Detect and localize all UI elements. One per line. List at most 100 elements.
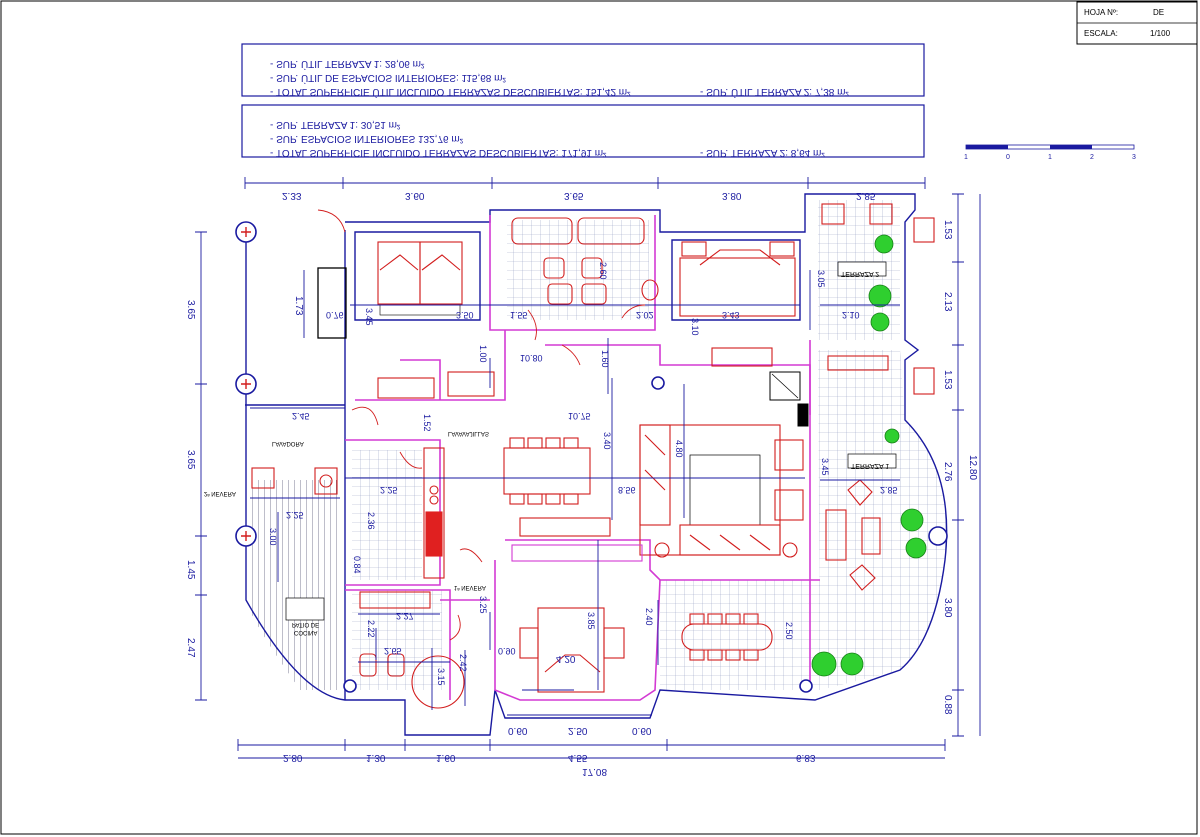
dim-top-5: 2.85 — [856, 190, 876, 201]
dim-bottom-mid-1: 0.60 — [508, 725, 528, 736]
label-patio: PATIO DE — [292, 621, 319, 627]
dim-right-2: 2.13 — [942, 292, 953, 312]
scale-tick-1: 1 — [1048, 154, 1052, 161]
plants — [811, 234, 927, 677]
built-interiores: - SUP. ESPACIOS INTERIORES 132,76 m² — [270, 133, 464, 144]
built-terraza2: - SUP. TERRAZA 2: 8,64 m² — [700, 147, 825, 158]
dim-left-1: 3.65 — [185, 300, 196, 320]
dim-top-3: 3.65 — [564, 190, 584, 201]
inner-walls — [345, 215, 820, 701]
wardrobe-twin — [447, 371, 495, 397]
label-lavadora: LAVADORA — [272, 440, 304, 446]
dim-left-2: 3.65 — [185, 450, 196, 470]
dim-top-4: 3.80 — [722, 190, 742, 201]
column-inner-b — [799, 679, 813, 693]
dim-left-3: 1.45 — [185, 560, 196, 580]
useful-total: - TOTAL SUPERFICIE ÚTIL INCLUIDO TERRAZA… — [270, 86, 631, 99]
terrace-dining — [681, 613, 773, 661]
column-inner-c — [343, 679, 357, 693]
dim-160: 1.60 — [600, 350, 610, 368]
dimension-texts: 2.33 3.60 3.65 3.80 2.85 2.80 1.30 1.60 … — [185, 190, 978, 777]
useful-terraza1: - SUP. ÚTIL TERRAZA 1: 28,06 m² — [270, 58, 425, 71]
dimension-lines — [195, 177, 981, 759]
terrace2-chair-b — [869, 203, 893, 225]
dim-222: 2.22 — [366, 620, 376, 638]
dim-right-6: 0.88 — [942, 695, 953, 715]
dim-bottom-3: 1.60 — [436, 752, 456, 763]
room-labels: TERRAZA 2 TERRAZA 1 LAVADORA LAVAVAJILLA… — [204, 261, 897, 635]
hoja-value: DE — [1153, 8, 1164, 17]
dim-1075: 10.75 — [568, 411, 591, 421]
outer-walls — [245, 193, 948, 736]
door-swings — [317, 209, 646, 641]
dim-245: 2.45 — [292, 411, 310, 421]
dim-385: 3.85 — [586, 612, 596, 630]
dim-225b: 2.25 — [286, 510, 304, 520]
wardrobe-room4 — [511, 544, 643, 562]
dim-left-4: 2.47 — [185, 638, 196, 658]
dim-right-1: 1.53 — [942, 220, 953, 240]
desk-twin — [377, 377, 435, 399]
dim-343: 3.43 — [722, 310, 740, 320]
label-terraza2: TERRAZA 2 — [841, 270, 879, 277]
dim-bottom-4: 4.55 — [568, 752, 588, 763]
terrace2-chair-a — [821, 203, 845, 225]
sideboard — [519, 517, 611, 537]
small-bath-fixtures — [359, 591, 465, 709]
hoja-label: HOJA Nº: — [1084, 8, 1118, 17]
label-lavavajillas: LAVAVAJILLAS — [448, 430, 489, 436]
dim-top-2: 3.60 — [405, 190, 425, 201]
useful-terraza2: - SUP. ÚTIL TERRAZA 2: 7,38 m² — [700, 86, 849, 99]
dim-202: 2.02 — [636, 310, 654, 320]
dim-480: 4.80 — [674, 440, 684, 458]
dim-265: 2.65 — [384, 646, 402, 656]
dim-240: 2.40 — [644, 608, 654, 626]
dim-084: 0.84 — [352, 556, 362, 574]
dim-right-total: 12.80 — [967, 455, 978, 480]
built-terraza1: - SUP. TERRAZA 1: 30,51 m² — [270, 119, 401, 130]
useful-area-box: - SUP. ÚTIL TERRAZA 1: 28,06 m² - SUP. Ú… — [241, 43, 925, 99]
bed-room4 — [519, 607, 625, 693]
dim-340: 3.40 — [602, 432, 612, 450]
column-right — [928, 526, 948, 546]
facade-windows — [317, 217, 935, 395]
dim-345b: 3.45 — [820, 458, 830, 476]
dim-260: 2.60 — [598, 262, 608, 280]
dim-350: 3.50 — [456, 310, 474, 320]
title-block: HOJA Nº: DE ESCALA: 1/100 — [1076, 1, 1198, 45]
dim-345: 3.45 — [364, 308, 374, 326]
dim-305: 3.05 — [816, 270, 826, 288]
dim-152: 1.52 — [422, 414, 432, 432]
escala-value: 1/100 — [1150, 29, 1171, 38]
dim-bottom-2: 1.30 — [366, 752, 386, 763]
scale-tick-2: 2 — [1090, 154, 1094, 161]
dim-076: 0.76 — [326, 310, 344, 320]
terrace1-bench — [827, 355, 889, 371]
kitchen-units — [251, 447, 445, 579]
dim-right-3: 1.53 — [942, 370, 953, 390]
dim-090: 0.90 — [498, 646, 516, 656]
built-area-box: - SUP. TERRAZA 1: 30,51 m² - SUP. ESPACI… — [241, 104, 925, 158]
dim-225: 2.25 — [380, 485, 398, 495]
scale-tick-3: 3 — [1132, 154, 1136, 161]
dim-310: 3.10 — [690, 318, 700, 336]
label-terraza1: TERRAZA 1 — [851, 462, 889, 469]
column-inner-a — [651, 376, 665, 390]
dim-bottom-mid-3: 0.60 — [632, 725, 652, 736]
dim-300: 3.00 — [268, 528, 278, 546]
terrace-lounge — [825, 479, 881, 591]
dim-325: 3.25 — [478, 596, 488, 614]
dim-left-window: 1.73 — [293, 296, 304, 316]
dim-1080: 10.80 — [520, 353, 543, 363]
scale-tick-neg1: 1 — [964, 154, 968, 161]
dim-155: 1.55 — [510, 310, 528, 320]
dim-right-5: 3.80 — [942, 598, 953, 618]
dim-227: 2.27 — [396, 611, 414, 621]
useful-interiores: - SUP. ÚTIL DE ESPACIOS INTERIORES: 115,… — [270, 72, 506, 85]
dim-285: 2.85 — [880, 485, 898, 495]
columns — [235, 221, 948, 693]
double-bed — [679, 241, 796, 317]
scale-bar: 1 0 1 2 3 — [964, 144, 1136, 161]
